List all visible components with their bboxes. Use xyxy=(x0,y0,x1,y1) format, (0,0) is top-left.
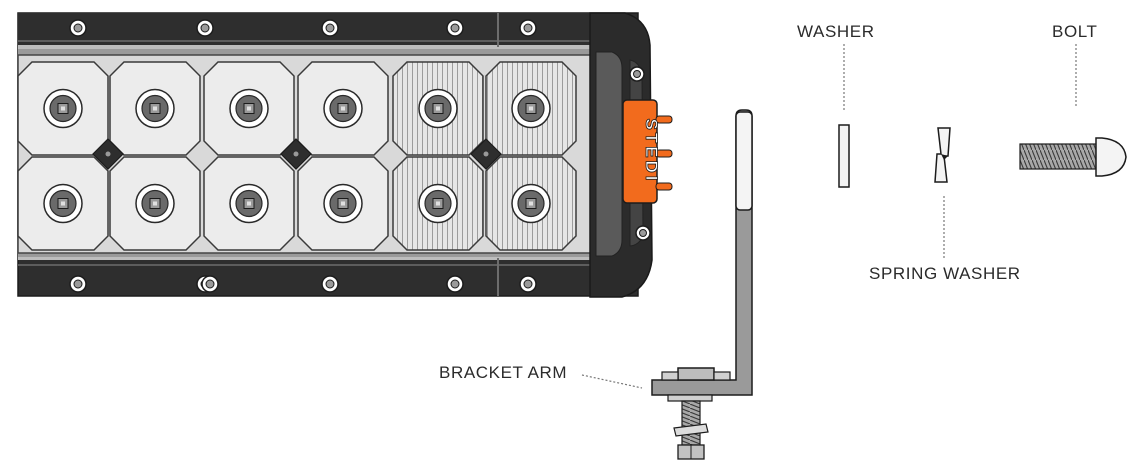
led-icon xyxy=(229,183,269,224)
spring-washer-icon xyxy=(934,127,951,183)
led-icon xyxy=(418,183,458,224)
diamond-clips xyxy=(92,138,502,170)
brand-badge: STEDI xyxy=(622,99,673,204)
washer-label: WASHER xyxy=(797,22,875,41)
bracket-bolt-thread-icon xyxy=(673,400,709,460)
rail-screws xyxy=(69,19,537,293)
mount-clip-icon xyxy=(92,138,124,170)
rail-screw-icon xyxy=(446,19,464,37)
mount-clip-icon xyxy=(280,138,312,170)
top-rail xyxy=(18,13,598,47)
rail-screw-icon xyxy=(519,275,537,293)
flood-lens-module xyxy=(297,156,389,251)
flood-lens-module xyxy=(203,61,295,156)
led-icon xyxy=(511,88,551,129)
rail-screw-icon xyxy=(201,275,219,293)
led-icon xyxy=(511,183,551,224)
led-icon xyxy=(323,183,363,224)
led-icon xyxy=(418,88,458,129)
flood-lens-module xyxy=(109,61,201,156)
bracket-arm-leader-line xyxy=(581,374,643,389)
led-icon xyxy=(135,183,175,224)
washer-icon xyxy=(838,124,850,188)
end-cap-screw-icon xyxy=(635,225,651,241)
rail-screw-icon xyxy=(69,275,87,293)
spot-lens-module xyxy=(485,156,577,251)
flood-lens-module xyxy=(203,156,295,251)
end-cap: STEDI xyxy=(589,12,673,298)
flood-lens-module xyxy=(297,61,389,156)
bracket-arm-label: BRACKET ARM xyxy=(439,363,568,382)
spring-washer-label: SPRING WASHER xyxy=(869,264,1021,283)
rail-screw-icon xyxy=(321,19,339,37)
flood-lens-module xyxy=(109,156,201,251)
rail-screw-icon xyxy=(519,19,537,37)
rail-screw-icon xyxy=(321,275,339,293)
bracket-arm xyxy=(651,109,753,460)
bolt-icon xyxy=(1019,137,1127,177)
flood-lens-module xyxy=(17,156,109,251)
spot-lens-module xyxy=(392,61,484,156)
spot-lens-module xyxy=(392,156,484,251)
lens-modules xyxy=(17,61,577,251)
led-icon xyxy=(323,88,363,129)
light-bar: STEDI xyxy=(17,12,673,298)
spot-lens-module xyxy=(485,61,577,156)
bolt-label: BOLT xyxy=(1052,22,1098,41)
led-icon xyxy=(135,88,175,129)
flood-lens-module xyxy=(17,61,109,156)
mount-clip-icon xyxy=(470,138,502,170)
brand-logo-text: STEDI xyxy=(642,118,661,183)
bracket-nut-icon xyxy=(661,367,731,402)
rail-screw-icon xyxy=(69,19,87,37)
led-icon xyxy=(229,88,269,129)
led-icon xyxy=(43,88,83,129)
led-icon xyxy=(43,183,83,224)
rail-screw-icon xyxy=(196,19,214,37)
end-cap-screw-icon xyxy=(629,66,645,82)
rail-screw-icon xyxy=(446,275,464,293)
